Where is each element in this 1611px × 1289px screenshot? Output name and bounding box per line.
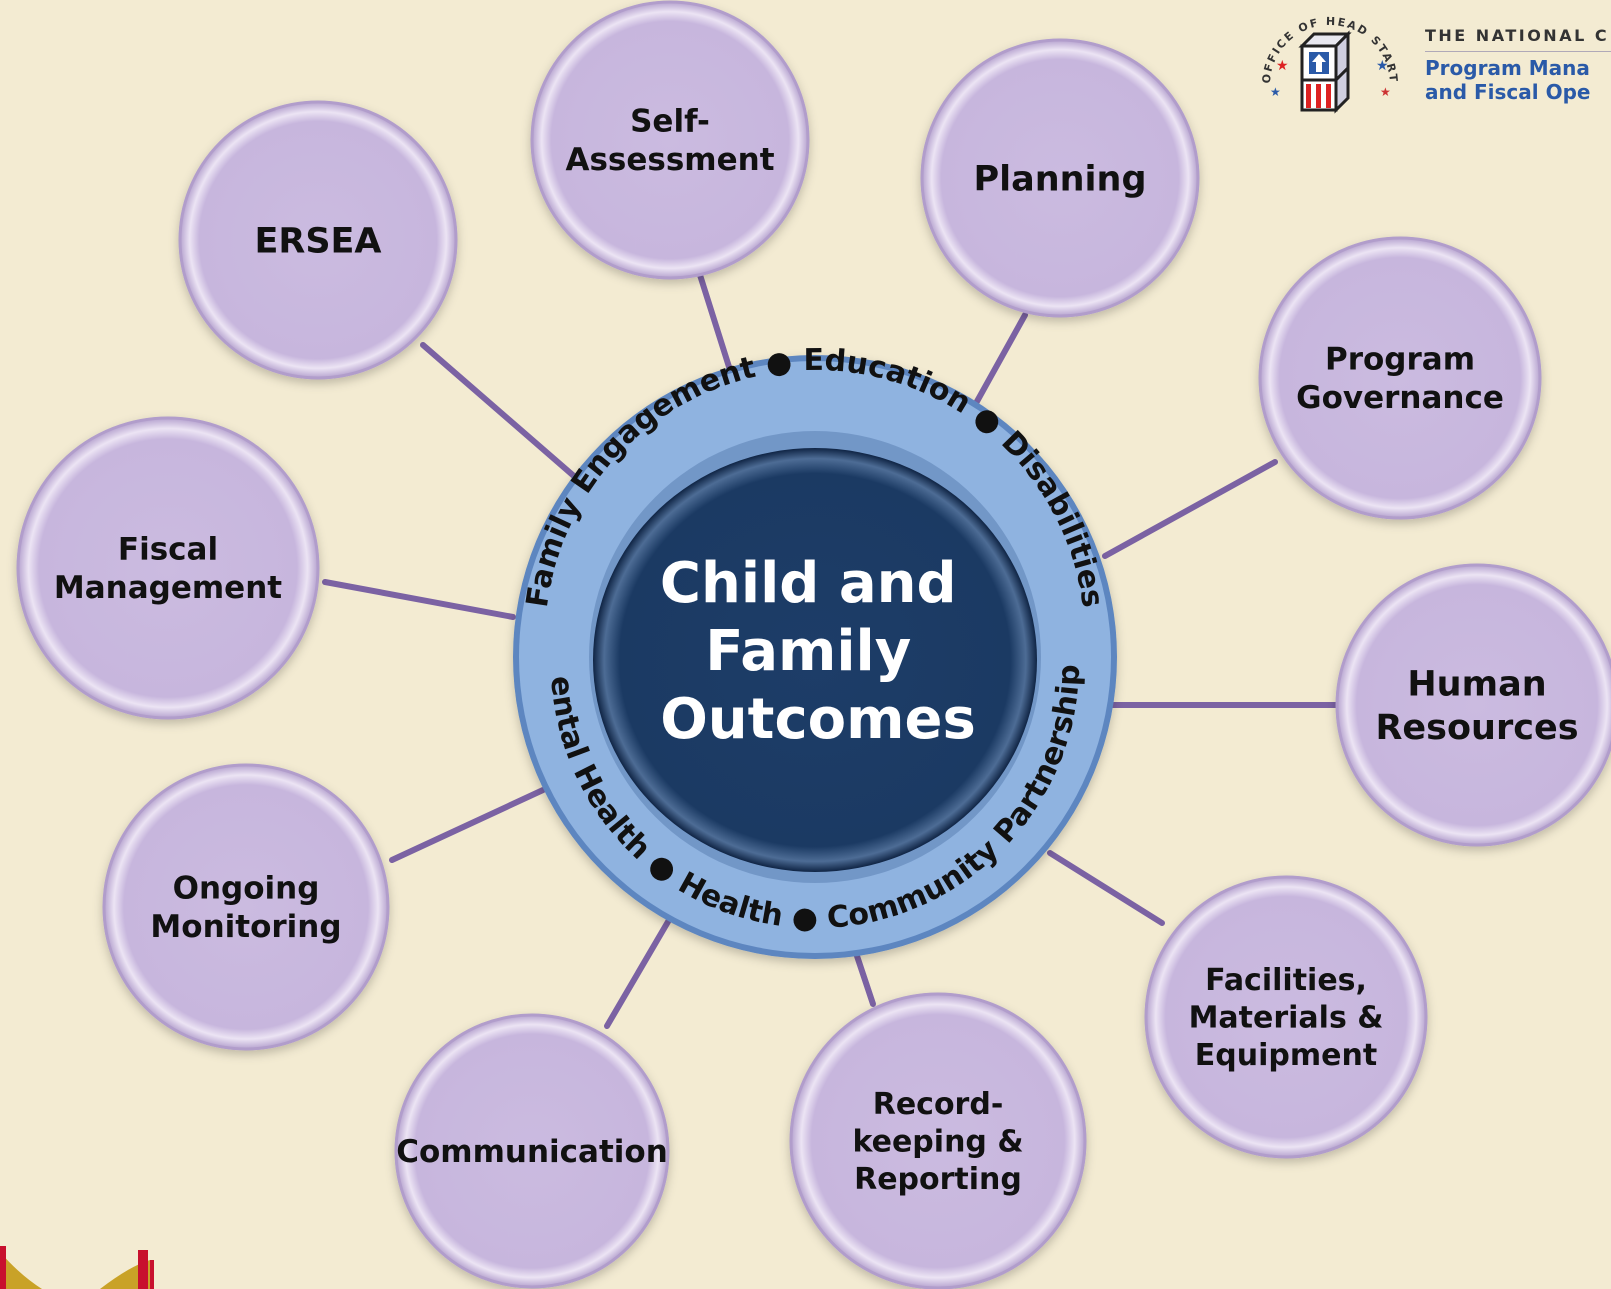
node-label-line: ERSEA xyxy=(254,221,381,261)
connector-recordkeeping xyxy=(854,953,876,1007)
node-recordkeeping: Record-keeping &Reporting xyxy=(789,992,1087,1289)
node-label-line: Planning xyxy=(973,159,1146,199)
node-circle-recordkeeping xyxy=(789,992,1087,1289)
star-icon: ★ xyxy=(1270,85,1281,99)
node-label-line: Reporting xyxy=(854,1162,1022,1197)
connector-communication xyxy=(604,917,672,1029)
logo-header-line-3: and Fiscal Ope xyxy=(1425,80,1591,104)
node-label-line: Fiscal xyxy=(118,531,218,567)
connector-ersea xyxy=(420,342,578,480)
node-label-line: Program xyxy=(1325,341,1475,377)
node-label-line: Record- xyxy=(873,1087,1004,1122)
node-circle-facilities xyxy=(1144,875,1428,1159)
logo-divider xyxy=(1425,51,1611,52)
connector-facilities xyxy=(1047,850,1165,926)
center-title-line-1: Child and xyxy=(660,551,957,616)
node-circle-human-resources xyxy=(1335,563,1611,847)
center-circle xyxy=(593,448,1037,872)
node-label-ersea: ERSEA xyxy=(254,221,381,261)
node-label-line: Management xyxy=(54,570,282,606)
star-icon: ★ xyxy=(1276,58,1289,74)
node-label-recordkeeping: Record-keeping &Reporting xyxy=(852,1087,1023,1197)
node-circle-fiscal-management xyxy=(16,416,320,720)
head-start-seal-logo: OFFICE OF HEAD START ★ ★ ★ ★ xyxy=(1260,15,1398,140)
star-icon: ★ xyxy=(1380,85,1391,99)
node-planning: Planning xyxy=(920,38,1200,318)
center-title: Child and Family Outcomes xyxy=(660,551,976,752)
node-label-line: Ongoing xyxy=(173,870,320,906)
node-circle-communication xyxy=(394,1013,670,1289)
node-circle-program-governance xyxy=(1258,236,1542,520)
node-label-line: Human xyxy=(1407,664,1546,704)
center-title-line-2: Family xyxy=(705,619,911,684)
node-label-line: Resources xyxy=(1375,708,1578,748)
logo-header-line-2: Program Mana xyxy=(1425,56,1590,80)
node-label-line: Monitoring xyxy=(150,909,341,945)
connector-planning xyxy=(972,312,1028,408)
node-label-line: Materials & xyxy=(1189,1001,1384,1036)
node-label-line: Equipment xyxy=(1195,1038,1377,1073)
node-label-line: keeping & xyxy=(852,1125,1023,1160)
node-label-line: Facilities, xyxy=(1205,963,1367,998)
node-self-assessment: Self-Assessment xyxy=(530,0,810,280)
node-circle-ersea xyxy=(178,100,458,380)
node-label-line: Communication xyxy=(396,1134,668,1170)
connector-program-governance xyxy=(1102,459,1278,559)
node-label-facilities: Facilities,Materials &Equipment xyxy=(1189,963,1384,1073)
node-ersea: ERSEA xyxy=(178,100,458,380)
national-centers-header: THE NATIONAL C Program Mana and Fiscal O… xyxy=(1425,26,1611,104)
star-icon: ★ xyxy=(1376,58,1389,74)
corner-logo-fragment xyxy=(0,1246,154,1289)
node-circle-self-assessment xyxy=(530,0,810,280)
node-label-line: Governance xyxy=(1296,380,1504,416)
connector-self-assessment xyxy=(697,272,733,373)
node-facilities: Facilities,Materials &Equipment xyxy=(1144,875,1428,1159)
connector-ongoing-monitoring xyxy=(389,787,546,863)
connector-fiscal-management xyxy=(322,579,516,620)
logo-header-line-1: THE NATIONAL C xyxy=(1425,26,1610,45)
node-label-planning: Planning xyxy=(973,159,1146,199)
node-label-communication: Communication xyxy=(396,1134,668,1170)
connector-lines xyxy=(322,272,1339,1029)
center-title-line-3: Outcomes xyxy=(660,687,976,752)
node-label-line: Self- xyxy=(630,103,710,139)
node-label-self-assessment: Self-Assessment xyxy=(565,103,774,178)
node-circle-ongoing-monitoring xyxy=(102,763,390,1051)
node-circle-planning xyxy=(920,38,1200,318)
node-communication: Communication xyxy=(394,1013,670,1289)
node-label-line: Assessment xyxy=(565,142,774,178)
